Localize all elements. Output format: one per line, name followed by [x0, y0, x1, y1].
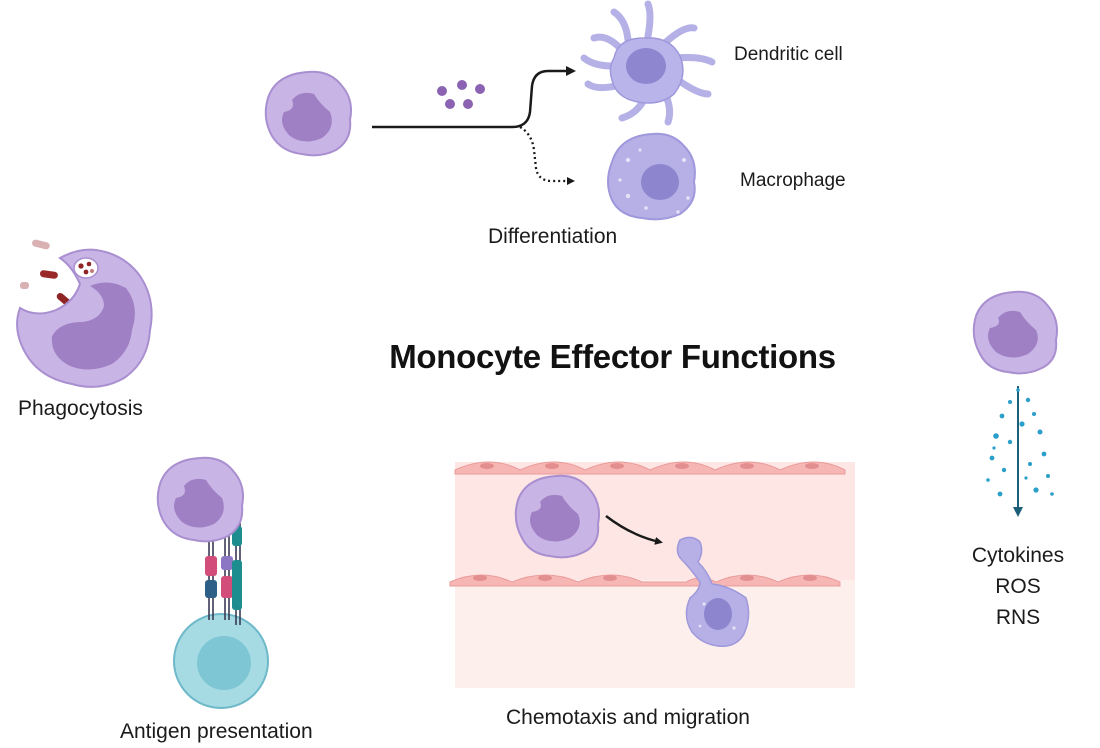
label-rns: RNS [995, 606, 1041, 629]
dendritic-cell-icon [580, 0, 716, 126]
label-macrophage: Macrophage [740, 170, 846, 191]
tissue-area [455, 580, 855, 688]
bacteria-icon [20, 239, 72, 307]
label-ros: ROS [995, 575, 1041, 598]
differentiation-arrow [372, 66, 576, 129]
cytokine-dots-icon [986, 388, 1054, 497]
label-chemotaxis: Chemotaxis and migration [506, 706, 750, 729]
differentiation-panel [264, 0, 716, 221]
cytokines-panel [972, 290, 1058, 517]
phagocyte-monocyte-icon [16, 248, 153, 388]
migration-arrow [605, 515, 663, 545]
label-differentiation: Differentiation [488, 225, 618, 248]
secreting-monocyte-icon [972, 290, 1058, 375]
transmigrating-monocyte-icon [676, 536, 750, 647]
t-cell-icon [173, 613, 269, 709]
label-cytokines: Cytokines [971, 544, 1065, 567]
cytokine-labels: Cytokines ROS RNS [958, 540, 1078, 633]
label-dendritic-cell: Dendritic cell [734, 44, 843, 65]
phagosome-icon [73, 257, 99, 279]
presenting-monocyte-icon [156, 456, 244, 543]
label-antigen-presentation: Antigen presentation [120, 720, 313, 743]
circulating-monocyte-icon [514, 474, 600, 559]
signal-dots-icon [437, 80, 485, 109]
label-phagocytosis: Phagocytosis [18, 397, 143, 420]
macrophage-icon [607, 132, 696, 221]
monocyte-icon [264, 70, 352, 157]
macrophage-branch-arrow [519, 126, 575, 185]
chemotaxis-panel [449, 461, 855, 688]
endothelium-bottom [449, 574, 841, 587]
antigen-presentation-panel [156, 456, 269, 709]
blood-vessel-icon [455, 462, 855, 580]
endothelium-top [454, 461, 846, 475]
diagram-title: Monocyte Effector Functions [389, 338, 836, 375]
phagocytosis-panel [16, 239, 153, 388]
